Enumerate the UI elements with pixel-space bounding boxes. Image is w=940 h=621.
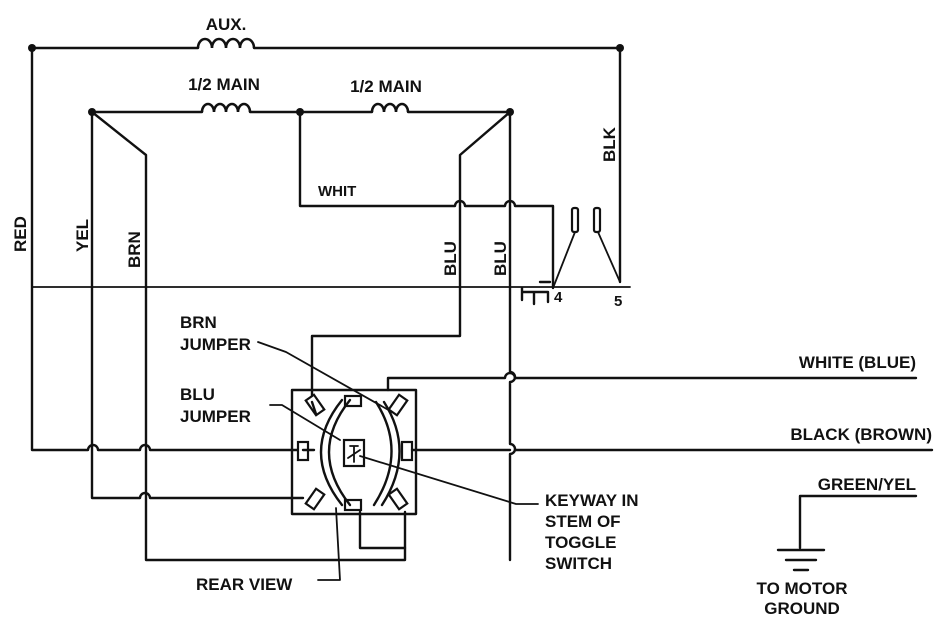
contact-top-right [387, 393, 409, 417]
blu-wire-2 [508, 110, 517, 562]
brn-wire [90, 110, 407, 562]
contact-bottom-right [387, 487, 409, 511]
aux-winding [28, 37, 624, 52]
protector-terminals [520, 206, 621, 306]
main-winding-left [88, 102, 304, 116]
yel-wire [90, 110, 305, 500]
brn-jumper-arc [372, 400, 393, 507]
blu-jumper-leader [269, 404, 341, 441]
switch-rear-view [290, 371, 934, 550]
yel-label: YEL [73, 219, 92, 252]
ground-label-2: GROUND [764, 599, 840, 618]
brn-jumper-leader [257, 341, 393, 413]
ground-label-1: TO MOTOR [757, 579, 848, 598]
brn-label: BRN [125, 231, 144, 268]
white-blue-label: WHITE (BLUE) [799, 353, 916, 372]
keyway-leader [359, 455, 539, 505]
whit-label: WHIT [318, 183, 356, 200]
contact-bottom-center [343, 498, 363, 512]
brn-jumper-label-2: JUMPER [180, 335, 251, 354]
rear-view-label: REAR VIEW [196, 575, 293, 594]
ground-symbol [776, 494, 918, 572]
rear-view-leader [317, 507, 341, 581]
keyway-label-3: TOGGLE [545, 533, 616, 552]
terminal-4-label: 4 [554, 289, 563, 306]
keyway-label-2: STEM OF [545, 512, 621, 531]
contact-bottom-left [304, 487, 326, 511]
blu-label-1: BLU [441, 241, 460, 276]
black-brown-label: BLACK (BROWN) [790, 425, 932, 444]
green-yel-label: GREEN/YEL [818, 475, 916, 494]
blu-wire-1 [310, 110, 512, 404]
whit-wire [298, 110, 555, 290]
main-right-coil [370, 102, 410, 113]
brn-jumper-label-1: BRN [180, 313, 217, 332]
keyway-label-1: KEYWAY IN [545, 491, 639, 510]
keyway-label-4: SWITCH [545, 554, 612, 573]
red-wire [30, 46, 302, 452]
main-left-coil [200, 102, 252, 113]
main-left-label: 1/2 MAIN [188, 75, 260, 94]
main-right-label: 1/2 MAIN [350, 77, 422, 96]
aux-label: AUX. [206, 15, 247, 34]
red-label: RED [11, 216, 30, 252]
blu-label-2: BLU [491, 241, 510, 276]
main-winding-right [298, 102, 514, 116]
contact-top-center [343, 394, 363, 408]
blk-label: BLK [600, 126, 619, 162]
blu-jumper-arc [319, 398, 344, 507]
blu-jumper-label-1: BLU [180, 385, 215, 404]
contact-top-left [304, 393, 326, 417]
blu-jumper-label-2: JUMPER [180, 407, 251, 426]
contact-right [400, 440, 414, 462]
terminal-5-label: 5 [614, 293, 622, 310]
aux-coil [196, 37, 256, 49]
